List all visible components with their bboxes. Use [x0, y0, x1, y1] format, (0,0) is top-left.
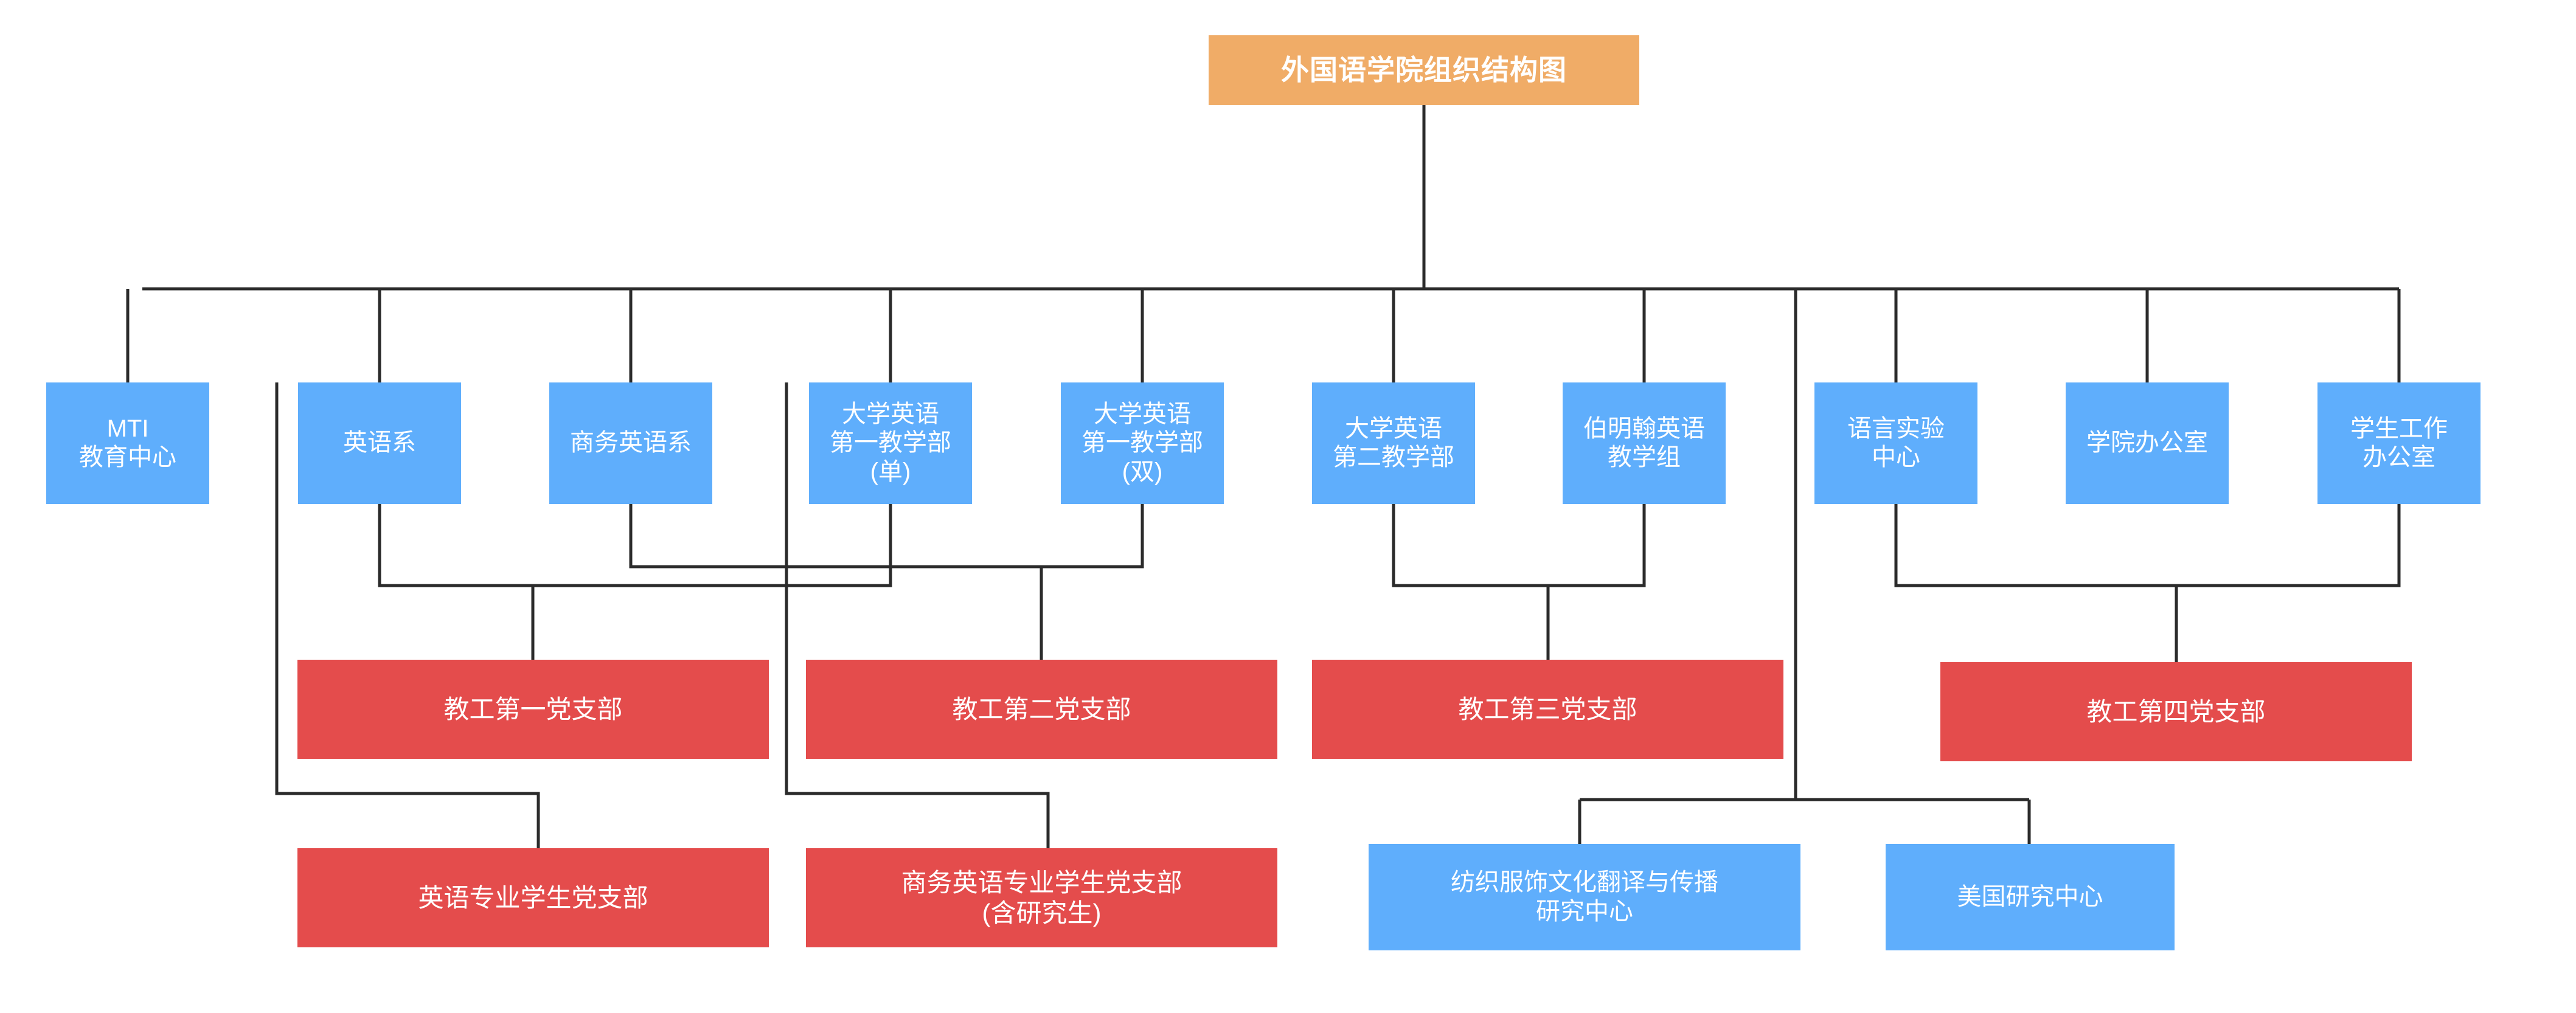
party-branch-node-p5[interactable]: 英语专业学生党支部: [297, 848, 769, 947]
department-node-u4[interactable]: 大学英语 第一教学部 (单): [809, 382, 972, 504]
research-center-node-c2[interactable]: 美国研究中心: [1886, 844, 2175, 950]
department-node-u1[interactable]: MTI 教育中心: [46, 382, 209, 504]
department-node-u3[interactable]: 商务英语系: [549, 382, 712, 504]
connector-line: [629, 504, 1144, 569]
department-node-u8[interactable]: 语言实验 中心: [1814, 382, 1977, 504]
connector-line: [378, 504, 892, 587]
research-center-node-c1[interactable]: 纺织服饰文化翻译与传播 研究中心: [1369, 844, 1800, 950]
party-branch-node-p4[interactable]: 教工第四党支部: [1940, 662, 2412, 761]
connector-line: [1392, 504, 1646, 587]
department-node-u2[interactable]: 英语系: [298, 382, 461, 504]
party-branch-node-p1[interactable]: 教工第一党支部: [297, 660, 769, 759]
department-node-u7[interactable]: 伯明翰英语 教学组: [1563, 382, 1726, 504]
party-branch-node-p3[interactable]: 教工第三党支部: [1312, 660, 1783, 759]
department-node-u6[interactable]: 大学英语 第二教学部: [1312, 382, 1475, 504]
connector-line: [1894, 504, 2401, 587]
party-branch-node-p2[interactable]: 教工第二党支部: [806, 660, 1277, 759]
party-branch-node-p6[interactable]: 商务英语专业学生党支部 (含研究生): [806, 848, 1277, 947]
department-node-u5[interactable]: 大学英语 第一教学部 (双): [1061, 382, 1224, 504]
department-node-u9[interactable]: 学院办公室: [2066, 382, 2229, 504]
org-chart-title-node[interactable]: 外国语学院组织结构图: [1209, 35, 1639, 105]
department-node-u10[interactable]: 学生工作 办公室: [2317, 382, 2481, 504]
